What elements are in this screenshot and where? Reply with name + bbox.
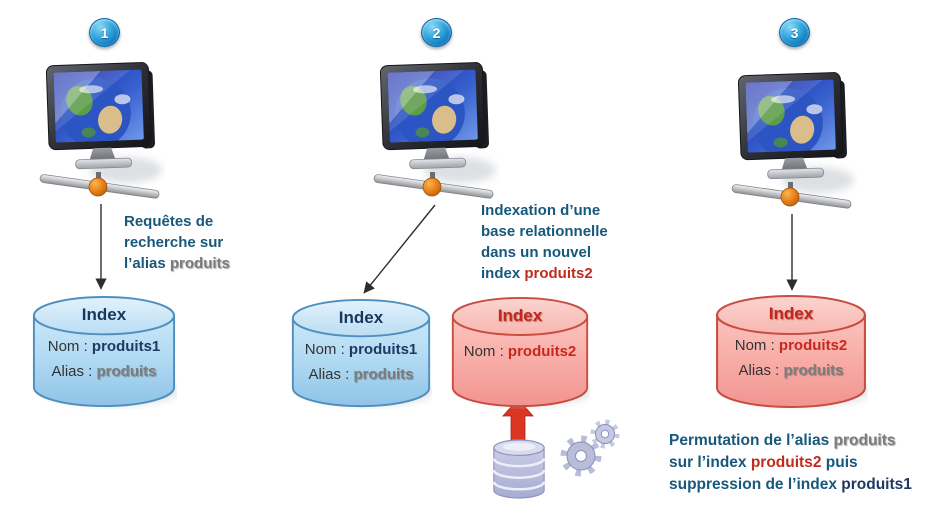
caption-step-2: Indexation d’une base relationnelle dans… (481, 200, 608, 284)
index-cylinder-produits2-step2: Index Nom : produits2 (450, 296, 590, 409)
index-cylinder-produits1-step2: Index Nom : produits1 Alias : produits (290, 298, 432, 409)
caption-text: Requêtes de (124, 213, 214, 230)
cylinder-rows: Nom : produits1 Alias : produits (31, 334, 177, 384)
alias-row: Alias : produits (31, 359, 177, 384)
caption-text: index (481, 265, 525, 282)
nom-row: Nom : produits2 (450, 339, 590, 364)
alias-name-emphasis: produits (169, 255, 230, 272)
computer-monitor-icon-1 (36, 56, 166, 204)
caption-line: recherche sur (124, 232, 230, 253)
step-badge-1: 1 (89, 18, 120, 47)
cylinder-title: Index (81, 305, 127, 324)
nom-value: produits1 (91, 338, 161, 355)
caption-text: Indexation d’une (481, 202, 601, 219)
cylinder-title: Index (768, 304, 814, 323)
index-cylinder-produits1: Index Nom : produits1 Alias : produits (31, 295, 177, 409)
query-arrow-step2 (363, 204, 436, 294)
alias-label: Alias : (308, 366, 350, 383)
step-number-1: 1 (100, 24, 109, 41)
alias-name-emphasis: produits (833, 432, 896, 449)
nom-label: Nom : (734, 337, 775, 354)
cylinder-shape (716, 295, 868, 408)
caption-text: l’alias (124, 255, 170, 272)
nom-label: Nom : (47, 338, 88, 355)
caption-line: index produits2 (481, 263, 608, 284)
caption-line: sur l’index produits2 puis (669, 452, 912, 474)
caption-text: suppression de l’index (669, 476, 842, 493)
database-stack-icon (492, 439, 546, 499)
cylinder-text: Index Nom : produits2 (450, 296, 590, 364)
caption-text: recherche sur (124, 234, 224, 251)
nom-value: produits2 (778, 337, 848, 354)
alias-label: Alias : (738, 362, 780, 379)
caption-step-1: Requêtes de recherche sur l’alias produi… (124, 211, 230, 274)
step-number-3: 3 (790, 24, 799, 41)
cylinder-text: Index Nom : produits1 Alias : produits (31, 295, 177, 384)
step-number-2: 2 (432, 24, 441, 41)
caption-line: l’alias produits (124, 253, 230, 274)
index-name-emphasis: produits2 (750, 454, 822, 471)
caption-line: Requêtes de (124, 211, 230, 232)
nom-row: Nom : produits1 (290, 337, 432, 362)
caption-text: Permutation de l’alias (669, 432, 834, 449)
caption-text: puis (821, 454, 858, 471)
alias-value: produits (783, 362, 844, 379)
computer-monitor-icon-2 (370, 56, 500, 204)
nom-row: Nom : produits1 (31, 334, 177, 359)
cylinder-rows: Nom : produits2 Alias : produits (714, 333, 868, 383)
nom-label: Nom : (463, 343, 504, 360)
caption-step-3: Permutation de l’alias produits sur l’in… (669, 430, 912, 496)
caption-line: Indexation d’une (481, 200, 608, 221)
caption-line: suppression de l’index produits1 (669, 474, 912, 496)
index-cylinder-produits2-step3: Index Nom : produits2 Alias : produits (714, 294, 868, 410)
cylinder-rows: Nom : produits1 Alias : produits (290, 337, 432, 387)
caption-text: sur l’index (669, 454, 751, 471)
step-badge-3: 3 (779, 18, 810, 47)
cylinder-title: Index (338, 308, 384, 327)
caption-line: Permutation de l’alias produits (669, 430, 912, 452)
nom-value: produits1 (348, 341, 418, 358)
cylinder-text: Index Nom : produits1 Alias : produits (290, 298, 432, 387)
nom-label: Nom : (304, 341, 345, 358)
nom-row: Nom : produits2 (714, 333, 868, 358)
alias-label: Alias : (51, 363, 93, 380)
index-name-emphasis: produits2 (524, 265, 593, 282)
alias-row: Alias : produits (714, 358, 868, 383)
cylinder-title: Index (497, 306, 543, 325)
gears-icon (560, 419, 620, 477)
nom-value: produits2 (507, 343, 577, 360)
cylinder-shape (291, 298, 432, 408)
caption-text: dans un nouvel (481, 244, 592, 261)
old-index-name-emphasis: produits1 (841, 476, 912, 493)
step-badge-2: 2 (421, 18, 452, 47)
cylinder-shape (451, 296, 590, 408)
cylinder-rows: Nom : produits2 (450, 339, 590, 364)
alias-value: produits (353, 366, 414, 383)
cylinder-text: Index Nom : produits2 Alias : produits (714, 294, 868, 383)
caption-line: dans un nouvel (481, 242, 608, 263)
alias-row: Alias : produits (290, 362, 432, 387)
caption-text: base relationnelle (481, 223, 608, 240)
alias-value: produits (96, 363, 157, 380)
computer-monitor-icon-3 (728, 66, 858, 214)
caption-line: base relationnelle (481, 221, 608, 242)
cylinder-shape (32, 295, 177, 408)
